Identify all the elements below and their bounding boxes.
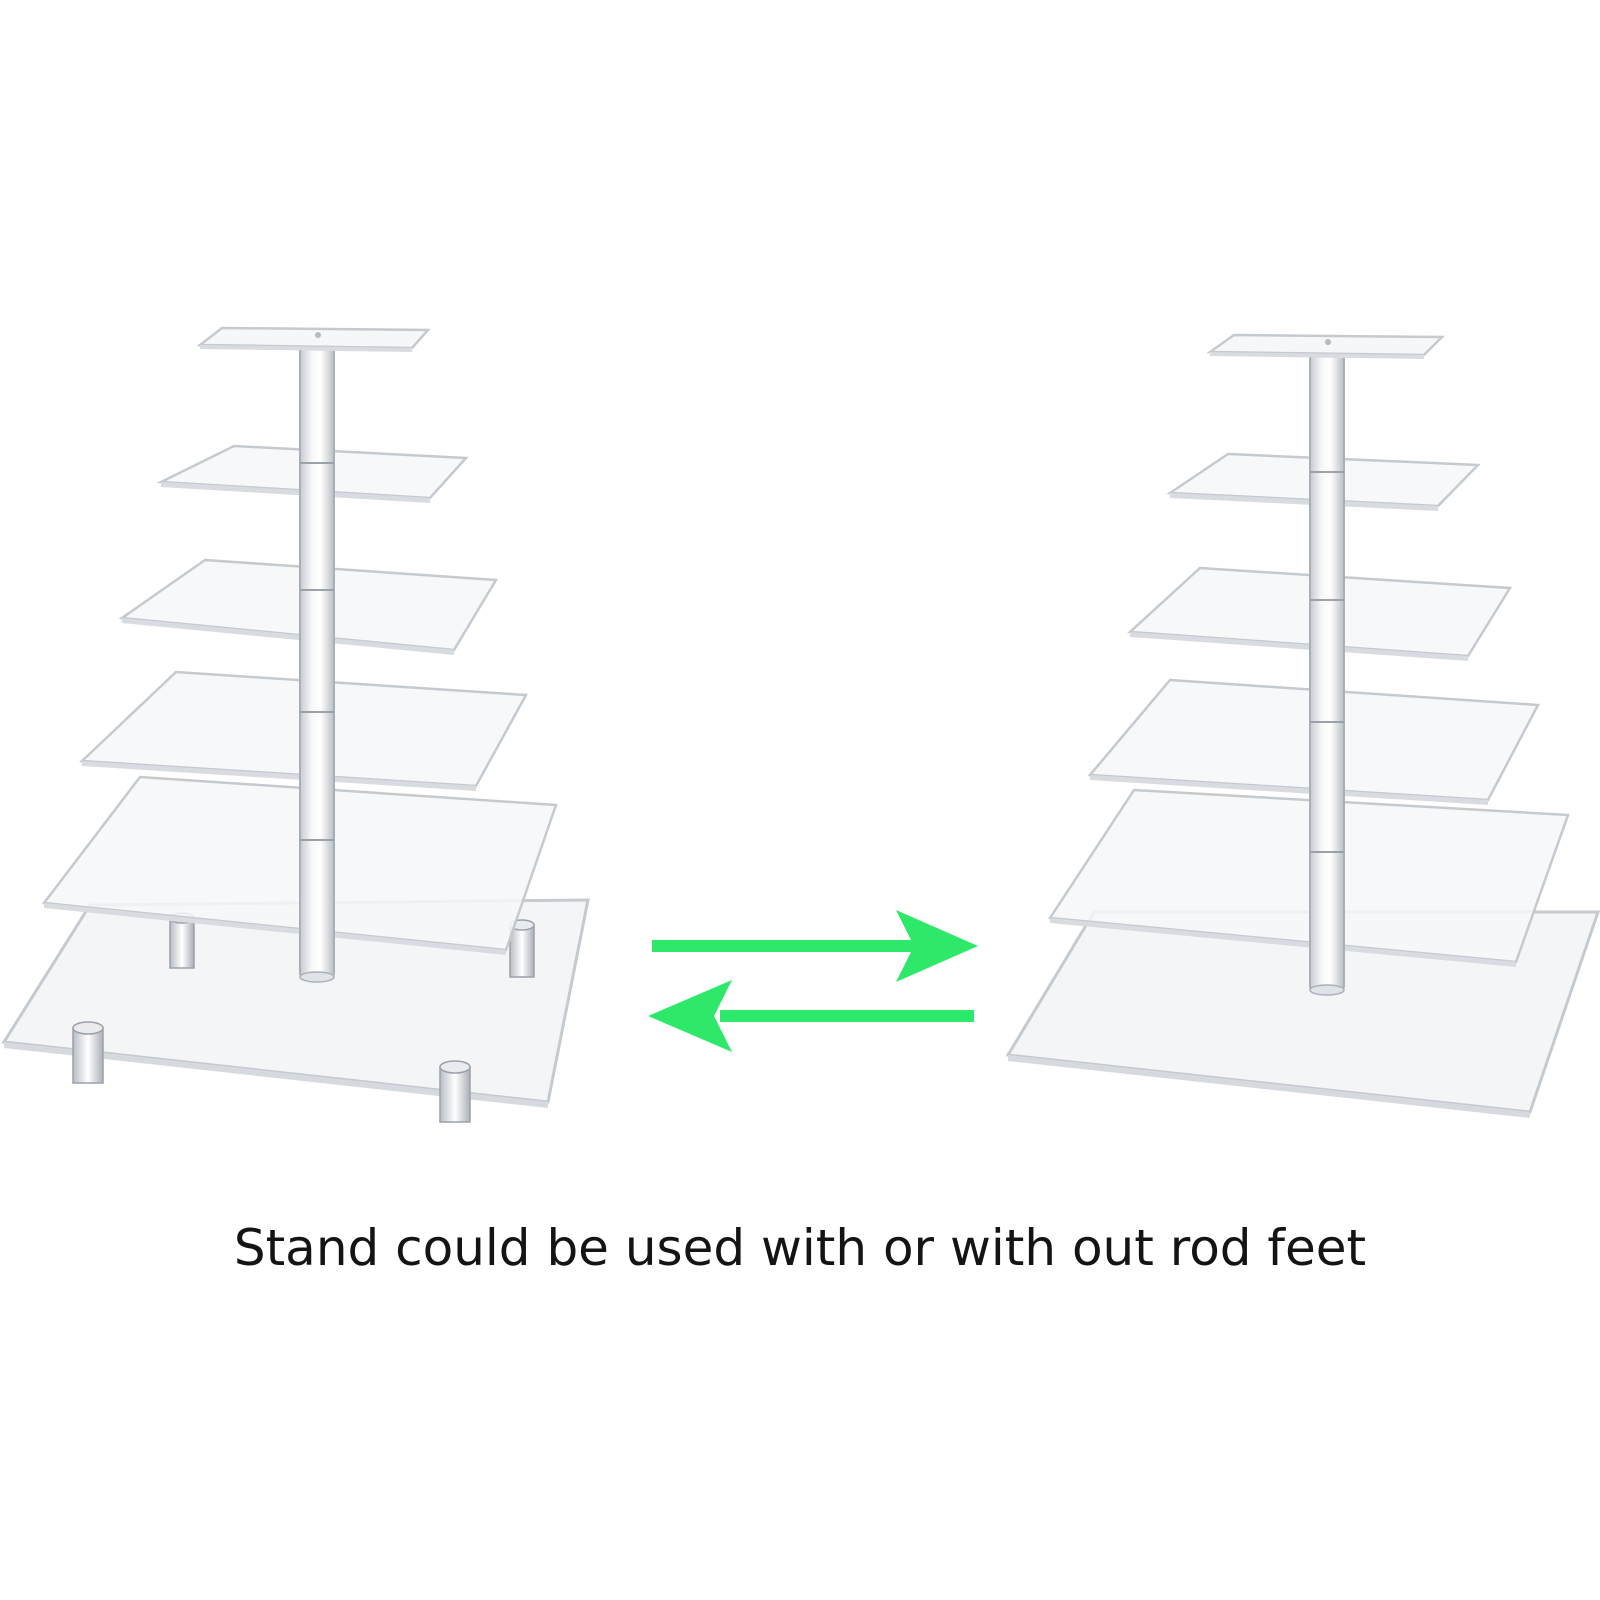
center-rod <box>299 341 335 978</box>
tier-plate <box>196 326 431 350</box>
rod-foot <box>439 1060 471 1123</box>
arrow-left-icon <box>648 980 974 1052</box>
stand-with-rod-feet <box>1 326 590 1123</box>
caption: Stand could be used with or with out rod… <box>233 1219 1367 1277</box>
base-plate-edge <box>4 1042 548 1108</box>
base-plate-edge <box>1008 1055 1530 1118</box>
rod-foot <box>72 1021 104 1084</box>
rod-foot <box>509 919 535 978</box>
arrow-right-icon <box>652 910 978 982</box>
center-rod <box>1309 349 1345 991</box>
stand-without-rod-feet <box>1005 333 1600 1118</box>
tier-plate <box>1206 333 1445 357</box>
